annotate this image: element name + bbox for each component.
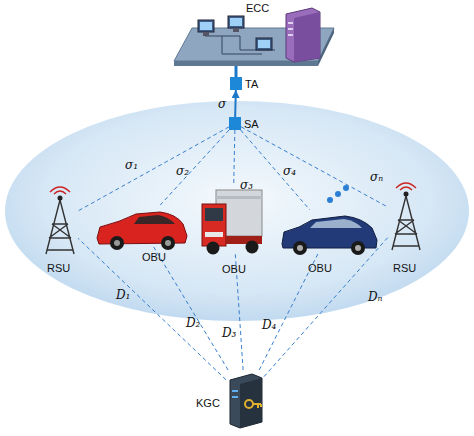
wheel [351, 241, 365, 255]
key-blade [253, 404, 261, 408]
computer-stand [203, 32, 209, 36]
wheel [207, 242, 220, 255]
rsu-tower-icon [392, 183, 420, 250]
edge-label: D₁ [116, 288, 130, 302]
computer-screen [200, 22, 212, 30]
kgc-light [232, 396, 238, 398]
dashed-link [241, 127, 388, 207]
computer-monitor [198, 20, 214, 32]
server-side [294, 12, 320, 62]
network-wire [205, 36, 275, 54]
key-bow [245, 400, 253, 408]
computer-stand [233, 28, 239, 32]
truck-grille [205, 232, 223, 237]
computer-monitor [228, 16, 244, 28]
ellipsis-dot [327, 197, 333, 203]
server-tower [286, 8, 320, 62]
node-label: SA [244, 118, 259, 130]
uplink-line [234, 90, 237, 117]
computer-screen [258, 40, 270, 48]
hub [165, 240, 171, 246]
node-label: RSU [393, 262, 416, 274]
node-label: OBU [142, 251, 166, 263]
server-slot [288, 34, 293, 36]
ellipsis-dot [343, 185, 349, 191]
obu-vehicle: OBU [280, 210, 378, 254]
node-label: KGC [196, 397, 220, 409]
edge-label: σₙ [370, 170, 383, 184]
truck-cab [202, 204, 226, 246]
rsu-node: RSU [42, 188, 78, 254]
edge-label: σ₄ [283, 164, 296, 178]
wheel [161, 236, 175, 250]
kgc-side [240, 378, 262, 428]
ecc-cluster: ECC [160, 0, 312, 66]
network-area [5, 101, 469, 321]
radio-waves [50, 187, 70, 194]
tower-lattice [46, 200, 74, 254]
dashed-link [154, 247, 228, 370]
obu-vehicle: OBU [202, 186, 264, 254]
radio-waves [396, 183, 416, 190]
edge-label: D₂ [186, 316, 200, 330]
antenna [404, 192, 409, 197]
sa-box: SA [229, 117, 241, 130]
wheel [110, 236, 124, 250]
uplink-line [235, 66, 238, 77]
computer-monitor [256, 38, 272, 50]
car-window [310, 219, 362, 228]
edge-label: σ [218, 97, 226, 111]
rsu-node: RSU [388, 184, 424, 250]
truck-windshield [205, 208, 223, 221]
node-label: RSU [47, 262, 70, 274]
edge-label: σ₃ [240, 178, 253, 192]
edge-label: D₃ [222, 326, 236, 340]
hub [114, 240, 120, 246]
truck-stripe [216, 196, 262, 199]
node-label: TA [245, 78, 258, 90]
dashed-link [78, 238, 226, 380]
node-label: ECC [246, 2, 269, 14]
ta-box: TA [230, 77, 242, 90]
obu-vehicle: OBU [95, 205, 187, 247]
antenna [58, 196, 63, 201]
dashed-link [264, 237, 388, 376]
edge-label: D₄ [262, 318, 276, 332]
server-slot [288, 28, 293, 30]
hub [297, 245, 303, 251]
wheel [246, 241, 259, 254]
edge-label: σ₂ [176, 164, 189, 178]
wheel [293, 241, 307, 255]
dashed-link [78, 127, 229, 211]
node-label: OBU [308, 262, 332, 274]
edge-label: σ₁ [125, 158, 138, 172]
computer-screen [230, 18, 242, 26]
hub [355, 245, 361, 251]
tower-lattice [392, 196, 420, 250]
rsu-tower-icon [46, 187, 74, 254]
ellipsis-dot [335, 191, 341, 197]
kgc-light [232, 390, 238, 392]
dashed-link [234, 130, 235, 186]
server-slot [288, 22, 293, 24]
kgc-device [230, 374, 262, 428]
kgc-node: KGC [226, 370, 264, 426]
car-window [134, 215, 175, 224]
node-label: OBU [222, 263, 246, 275]
edge-label: Dₙ [368, 290, 382, 304]
